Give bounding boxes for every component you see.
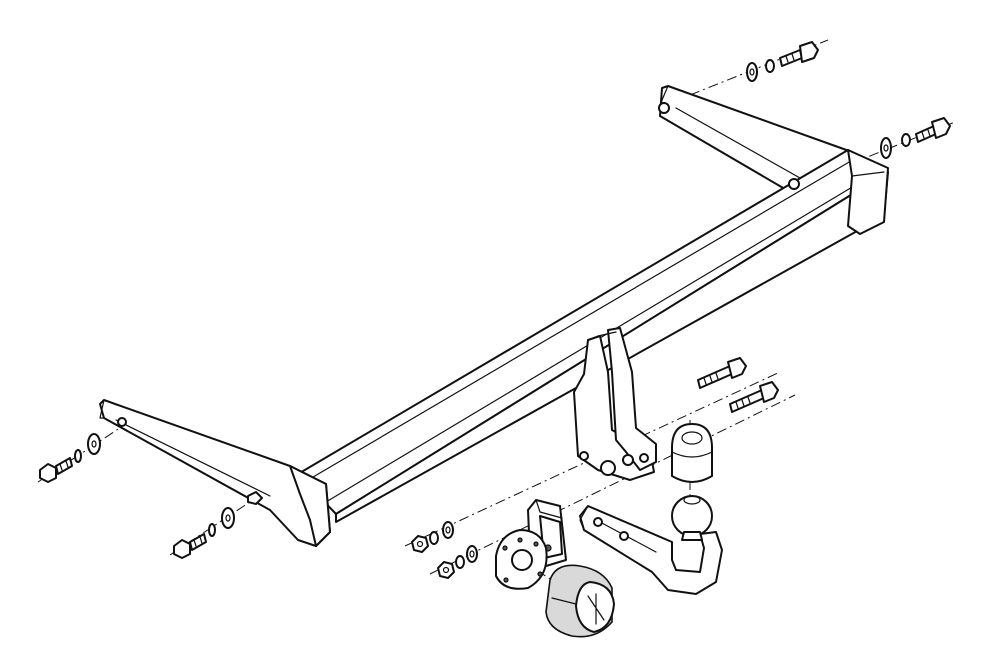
hex-bolt [729,381,779,413]
fastener-set-center-bolts [697,357,779,413]
fastener-set-left-upper [39,433,101,483]
washer [880,137,892,159]
washer [466,545,478,563]
assembly-axes [37,39,956,611]
electrical-socket [495,529,548,590]
washer [746,62,758,82]
axis-left-lower [169,493,263,556]
lock-washer [765,59,775,73]
crossbar-nut [788,178,800,190]
neck-hole [619,531,629,541]
center-mount-plate [573,327,657,481]
lock-washer [455,555,465,569]
tow-ball [671,495,713,541]
washer [221,507,235,529]
neck-hole [593,517,603,527]
bracket-nut [247,491,263,505]
fastener-set-top-upper [746,41,819,82]
plate-hole [579,451,589,461]
fastener-set-top-lower [880,117,951,159]
left-side-bracket [99,399,331,547]
plate-hole [622,454,634,466]
hex-bolt [39,457,73,483]
socket-cap [545,564,615,638]
washer [442,521,454,539]
hex-nut [437,561,455,579]
fastener-set-center-nuts [411,521,478,579]
hex-bolt [173,533,207,559]
washer [87,433,101,455]
axis-center-lower [429,394,796,575]
lock-washer [901,133,911,147]
plate-hole [600,460,616,476]
plate-hole [639,453,649,463]
fastener-set-left-lower [173,507,235,559]
ball-cap [671,423,713,483]
tow-ball-neck [579,505,723,595]
hex-bolt [779,41,819,67]
lock-washer [74,449,82,463]
hex-bolt [915,117,951,143]
bracket-hole [117,417,127,427]
lock-washer [208,523,216,537]
hex-bolt [697,357,747,389]
hex-nut [411,535,429,553]
bracket-hole [658,102,670,114]
lock-washer [429,531,439,545]
